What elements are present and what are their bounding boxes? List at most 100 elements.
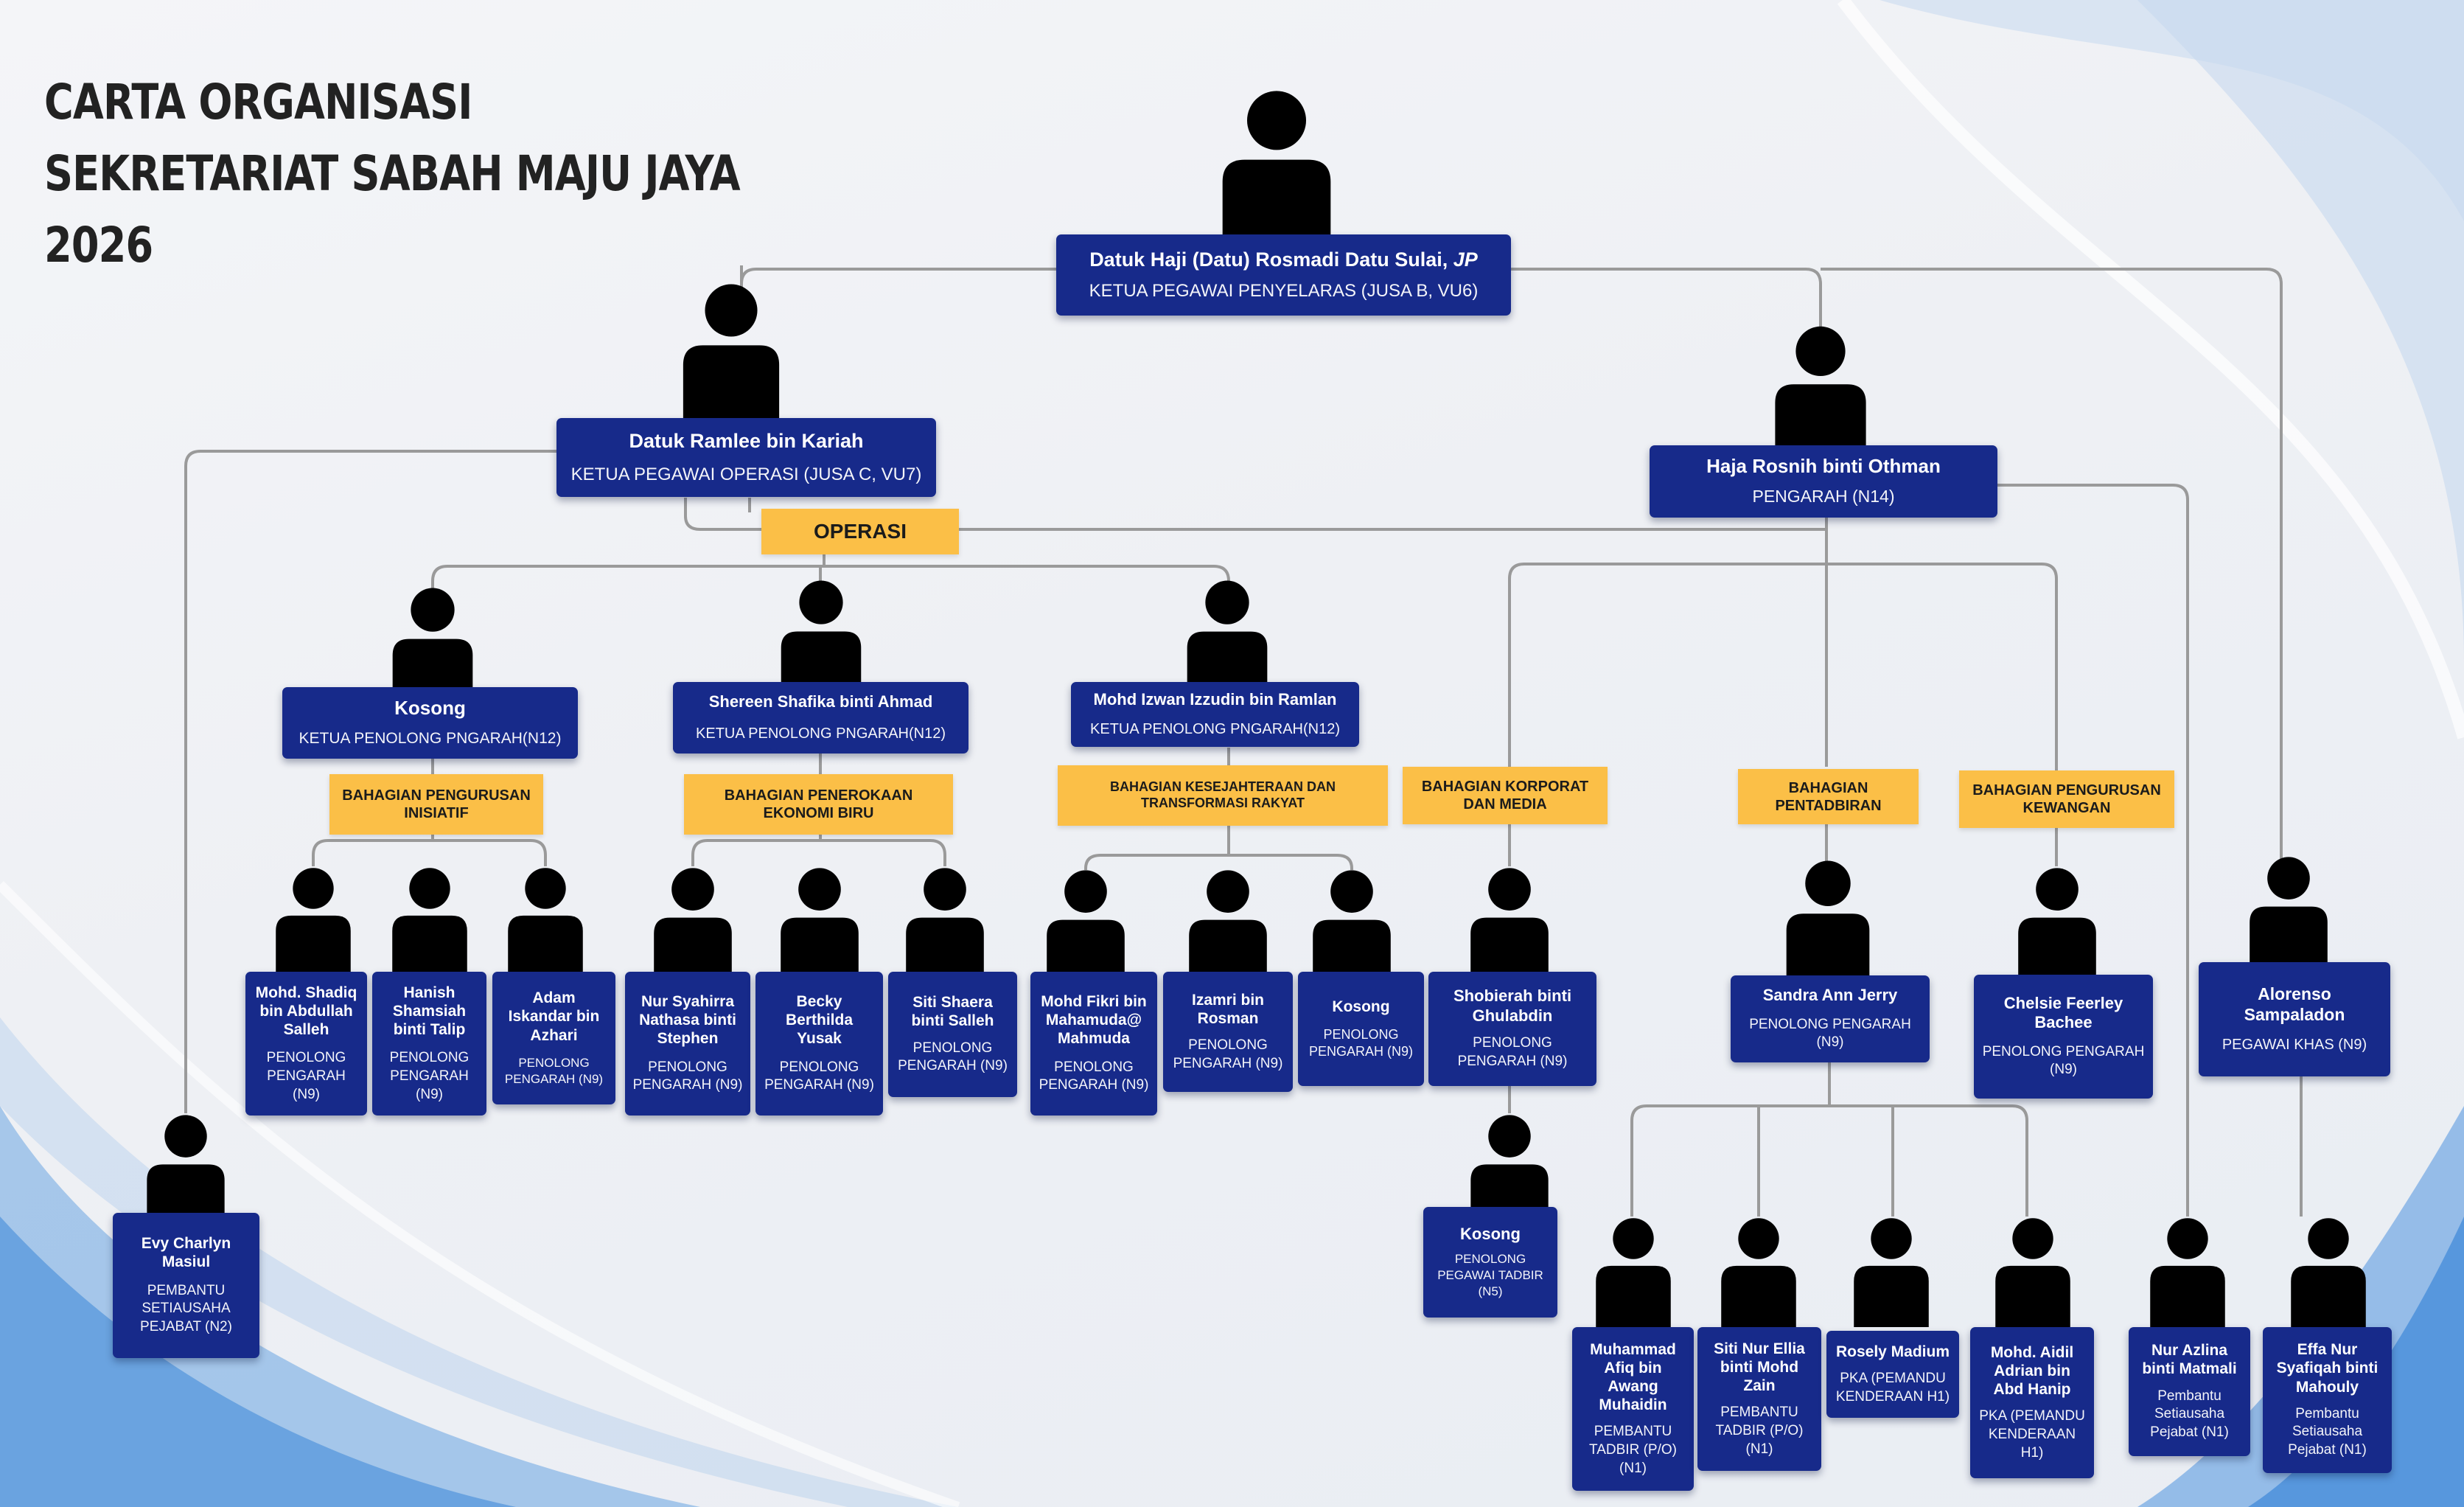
rosely-card[interactable]: Rosely Madium PKA (PEMANDU KENDERAAN H1) [1826, 1331, 1959, 1418]
adam-card[interactable]: Adam Iskandar bin Azhari PENOLONG PENGAR… [492, 972, 615, 1104]
avatar-icon [2291, 1218, 2366, 1327]
effa-name: Effa Nur Syafiqah binti Mahouly [2276, 1341, 2379, 1396]
avatar-icon [906, 868, 984, 977]
chief-card[interactable]: Datuk Haji (Datu) Rosmadi Datu Sulai, JP… [1056, 234, 1511, 316]
chief-name: Datuk Haji (Datu) Rosmadi Datu Sulai, [1089, 248, 1448, 271]
shobierah-role: PENOLONG PENGARAH (N9) [1457, 1035, 1568, 1069]
effa-role: Pembantu Setiausaha Pejabat (N1) [2288, 1405, 2367, 1458]
becky-name: Becky Berthilda Yusak [785, 993, 853, 1048]
adam-name: Adam Iskandar bin Azhari [508, 989, 600, 1044]
avatar-icon [1596, 1218, 1671, 1327]
avatar-icon [781, 868, 859, 977]
aidil-name: Mohd. Aidil Adrian bin Abd Hanip [1990, 1343, 2074, 1399]
tag-inisiatif: BAHAGIAN PENGURUSAN INISIATIF [329, 774, 543, 835]
shadiq-card[interactable]: Mohd. Shadiq bin Abdullah Salleh PENOLON… [245, 972, 367, 1116]
becky-card[interactable]: Becky Berthilda Yusak PENOLONG PENGARAH … [755, 972, 883, 1116]
sandra-name: Sandra Ann Jerry [1762, 986, 1898, 1005]
chelsie-role: PENOLONG PENGARAH (N9) [1982, 1043, 2145, 1078]
avatar-icon [1721, 1218, 1796, 1327]
sandra-role: PENOLONG PENGARAH (N9) [1749, 1016, 1911, 1051]
izamri-role: PENOLONG PENGARAH (N9) [1173, 1037, 1283, 1071]
avatar-icon [1222, 91, 1331, 236]
tag-kesejahteraan: BAHAGIAN KESEJAHTERAAN DAN TRANSFORMASI … [1058, 765, 1388, 826]
avatar-icon [392, 868, 467, 977]
shaera-name: Siti Shaera binti Salleh [911, 994, 994, 1030]
avatar-icon [654, 868, 732, 977]
kosong-head-name: Kosong [394, 697, 466, 720]
chief-role: KETUA PEGAWAI PENYELARAS (JUSA B, VU6) [1089, 280, 1479, 301]
avatar-icon [1189, 870, 1267, 979]
avatar-icon [508, 868, 583, 977]
avatar-icon [1187, 580, 1268, 683]
director-role: PENGARAH (N14) [1752, 486, 1895, 506]
avatar-icon [1470, 1115, 1549, 1217]
izamri-card[interactable]: Izamri bin Rosman PENOLONG PENGARAH (N9) [1163, 972, 1293, 1092]
avatar-icon [147, 1115, 225, 1217]
shaera-role: PENOLONG PENGARAH (N9) [898, 1040, 1008, 1074]
avatar-icon [1995, 1218, 2070, 1327]
kosong-izwan-role: PENOLONG PENGARAH (N9) [1308, 1026, 1414, 1059]
shereen-card[interactable]: Shereen Shafika binti Ahmad KETUA PENOLO… [673, 682, 969, 754]
kosong-izwan-name: Kosong [1332, 998, 1390, 1015]
becky-role: PENOLONG PENGARAH (N9) [764, 1059, 874, 1093]
kosong-head-card[interactable]: Kosong KETUA PENOLONG PNGARAH(N12) [282, 687, 578, 759]
alorenso-card[interactable]: Alorenso Sampaladon PEGAWAI KHAS (N9) [2199, 962, 2390, 1076]
tag-kewangan: BAHAGIAN PENGURUSAN KEWANGAN [1959, 770, 2174, 828]
evy-role: PEMBANTU SETIAUSAHA PEJABAT (N2) [140, 1282, 232, 1335]
alorenso-name: Alorenso Sampaladon [2244, 984, 2345, 1024]
izwan-card[interactable]: Mohd Izwan Izzudin bin Ramlan KETUA PENO… [1071, 682, 1359, 747]
chelsie-name: Chelsie Feerley Bachee [2003, 993, 2123, 1032]
title-line-1: CARTA ORGANISASI [44, 74, 472, 130]
director-name: Haja Rosnih binti Othman [1706, 455, 1941, 478]
kosong-izwan-card[interactable]: Kosong PENOLONG PENGARAH (N9) [1298, 972, 1424, 1086]
kosong-tadbir-name: Kosong [1460, 1224, 1521, 1243]
afiq-card[interactable]: Muhammad Afiq bin Awang Muhaidin PEMBANT… [1572, 1327, 1694, 1491]
effa-card[interactable]: Effa Nur Syafiqah binti Mahouly Pembantu… [2263, 1327, 2392, 1473]
chelsie-card[interactable]: Chelsie Feerley Bachee PENOLONG PENGARAH… [1974, 975, 2153, 1099]
shaera-card[interactable]: Siti Shaera binti Salleh PENOLONG PENGAR… [888, 972, 1017, 1097]
fikri-role: PENOLONG PENGARAH (N9) [1039, 1059, 1149, 1093]
hanish-role: PENOLONG PENGARAH (N9) [389, 1050, 470, 1102]
kosong-tadbir-card[interactable]: Kosong PENOLONG PEGAWAI TADBIR (N5) [1423, 1207, 1557, 1318]
title-line-3: 2026 [44, 217, 153, 274]
kosong-head-role: KETUA PENOLONG PNGARAH(N12) [299, 730, 562, 748]
shereen-role: KETUA PENOLONG PNGARAH(N12) [696, 725, 946, 742]
avatar-icon [2150, 1218, 2225, 1327]
kosong-tadbir-role: PENOLONG PEGAWAI TADBIR (N5) [1437, 1252, 1543, 1299]
avatar-icon [1470, 868, 1549, 977]
avatar-icon [1854, 1218, 1929, 1327]
azlina-name: Nur Azlina binti Matmali [2142, 1342, 2237, 1378]
avatar-icon [2018, 868, 2096, 977]
evy-card[interactable]: Evy Charlyn Masiul PEMBANTU SETIAUSAHA P… [113, 1213, 259, 1358]
syahirra-name: Nur Syahirra Nathasa binti Stephen [639, 993, 736, 1048]
avatar-icon [1047, 870, 1125, 979]
fikri-name: Mohd Fikri bin Mahamuda@ Mahmuda [1041, 993, 1147, 1048]
aidil-card[interactable]: Mohd. Aidil Adrian bin Abd Hanip PKA (PE… [1970, 1327, 2094, 1478]
syahirra-role: PENOLONG PENGARAH (N9) [632, 1059, 743, 1093]
tag-pentadbiran: BAHAGIAN PENTADBIRAN [1738, 769, 1919, 824]
izwan-role: KETUA PENOLONG PNGARAH(N12) [1090, 721, 1340, 738]
ellia-card[interactable]: Siti Nur Ellia binti Mohd Zain PEMBANTU … [1697, 1327, 1821, 1471]
director-card[interactable]: Haja Rosnih binti Othman PENGARAH (N14) [1650, 445, 1997, 518]
avatar-icon [276, 868, 351, 977]
hanish-name: Hanish Shamsiah binti Talip [392, 984, 467, 1039]
rosely-name: Rosely Madium [1835, 1343, 1950, 1360]
ops-head-name: Datuk Ramlee bin Kariah [629, 429, 864, 452]
sandra-card[interactable]: Sandra Ann Jerry PENOLONG PENGARAH (N9) [1731, 975, 1930, 1062]
shobierah-card[interactable]: Shobierah binti Ghulabdin PENOLONG PENGA… [1428, 972, 1596, 1086]
azlina-card[interactable]: Nur Azlina binti Matmali Pembantu Setiau… [2129, 1327, 2250, 1456]
tag-operasi: OPERASI [761, 509, 959, 554]
syahirra-card[interactable]: Nur Syahirra Nathasa binti Stephen PENOL… [625, 972, 750, 1116]
ops-head-card[interactable]: Datuk Ramlee bin Kariah KETUA PEGAWAI OP… [556, 418, 936, 497]
izwan-name: Mohd Izwan Izzudin bin Ramlan [1093, 689, 1337, 709]
avatar-icon [392, 588, 473, 691]
shadiq-name: Mohd. Shadiq bin Abdullah Salleh [255, 984, 357, 1039]
hanish-card[interactable]: Hanish Shamsiah binti Talip PENOLONG PEN… [372, 972, 486, 1116]
shadiq-role: PENOLONG PENGARAH (N9) [266, 1050, 346, 1102]
chief-suffix: JP [1453, 248, 1478, 271]
fikri-card[interactable]: Mohd Fikri bin Mahamuda@ Mahmuda PENOLON… [1030, 972, 1157, 1116]
ellia-name: Siti Nur Ellia binti Mohd Zain [1714, 1340, 1805, 1395]
shereen-name: Shereen Shafika binti Ahmad [708, 692, 933, 711]
shobierah-name: Shobierah binti Ghulabdin [1453, 986, 1572, 1025]
page-title: CARTA ORGANISASI SEKRETARIAT SABAH MAJU … [44, 66, 741, 281]
